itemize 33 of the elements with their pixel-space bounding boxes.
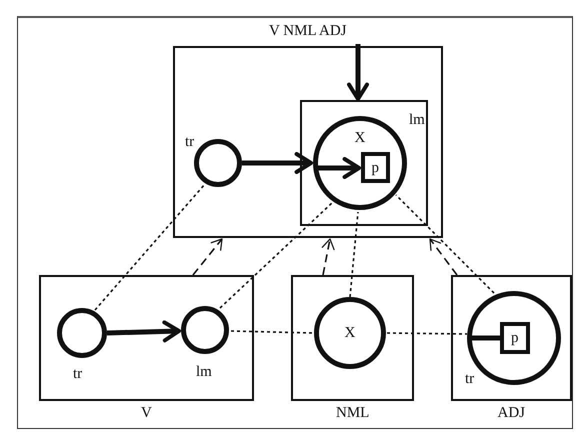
node-label: lm [409, 112, 425, 128]
connector-line [472, 336, 500, 340]
entity-circle [313, 116, 407, 210]
node-label: NML [336, 405, 370, 421]
dashed-arrow [429, 238, 458, 276]
correspondence-line [349, 212, 359, 298]
schema-box [300, 100, 428, 226]
correspondence-line [219, 201, 334, 309]
dashed-arrow [192, 238, 223, 276]
correspondence-line [94, 183, 206, 311]
correspondence-line [395, 194, 495, 294]
node-label: tr [465, 371, 474, 387]
correspondence-line [386, 332, 468, 335]
node-label: p [372, 160, 379, 176]
entity-circle [467, 291, 561, 385]
dashed-arrow [322, 238, 335, 276]
node-label: ADJ [498, 405, 526, 421]
node-label: X [344, 325, 356, 341]
entity-circle [314, 297, 386, 369]
node-label: V [141, 405, 152, 421]
relation-square [361, 152, 390, 183]
arrow [242, 152, 313, 174]
node-label: V NML ADJ [269, 23, 347, 39]
node-label: X [354, 130, 366, 146]
arrow [347, 44, 369, 101]
role-label: lm [196, 364, 212, 380]
arrow [106, 320, 181, 342]
role-label: tr [185, 134, 194, 150]
correspondence-line [230, 330, 314, 334]
role-label: tr [73, 366, 82, 382]
node-label: p [511, 330, 518, 346]
relation-square [500, 322, 530, 354]
arrow [318, 157, 361, 179]
